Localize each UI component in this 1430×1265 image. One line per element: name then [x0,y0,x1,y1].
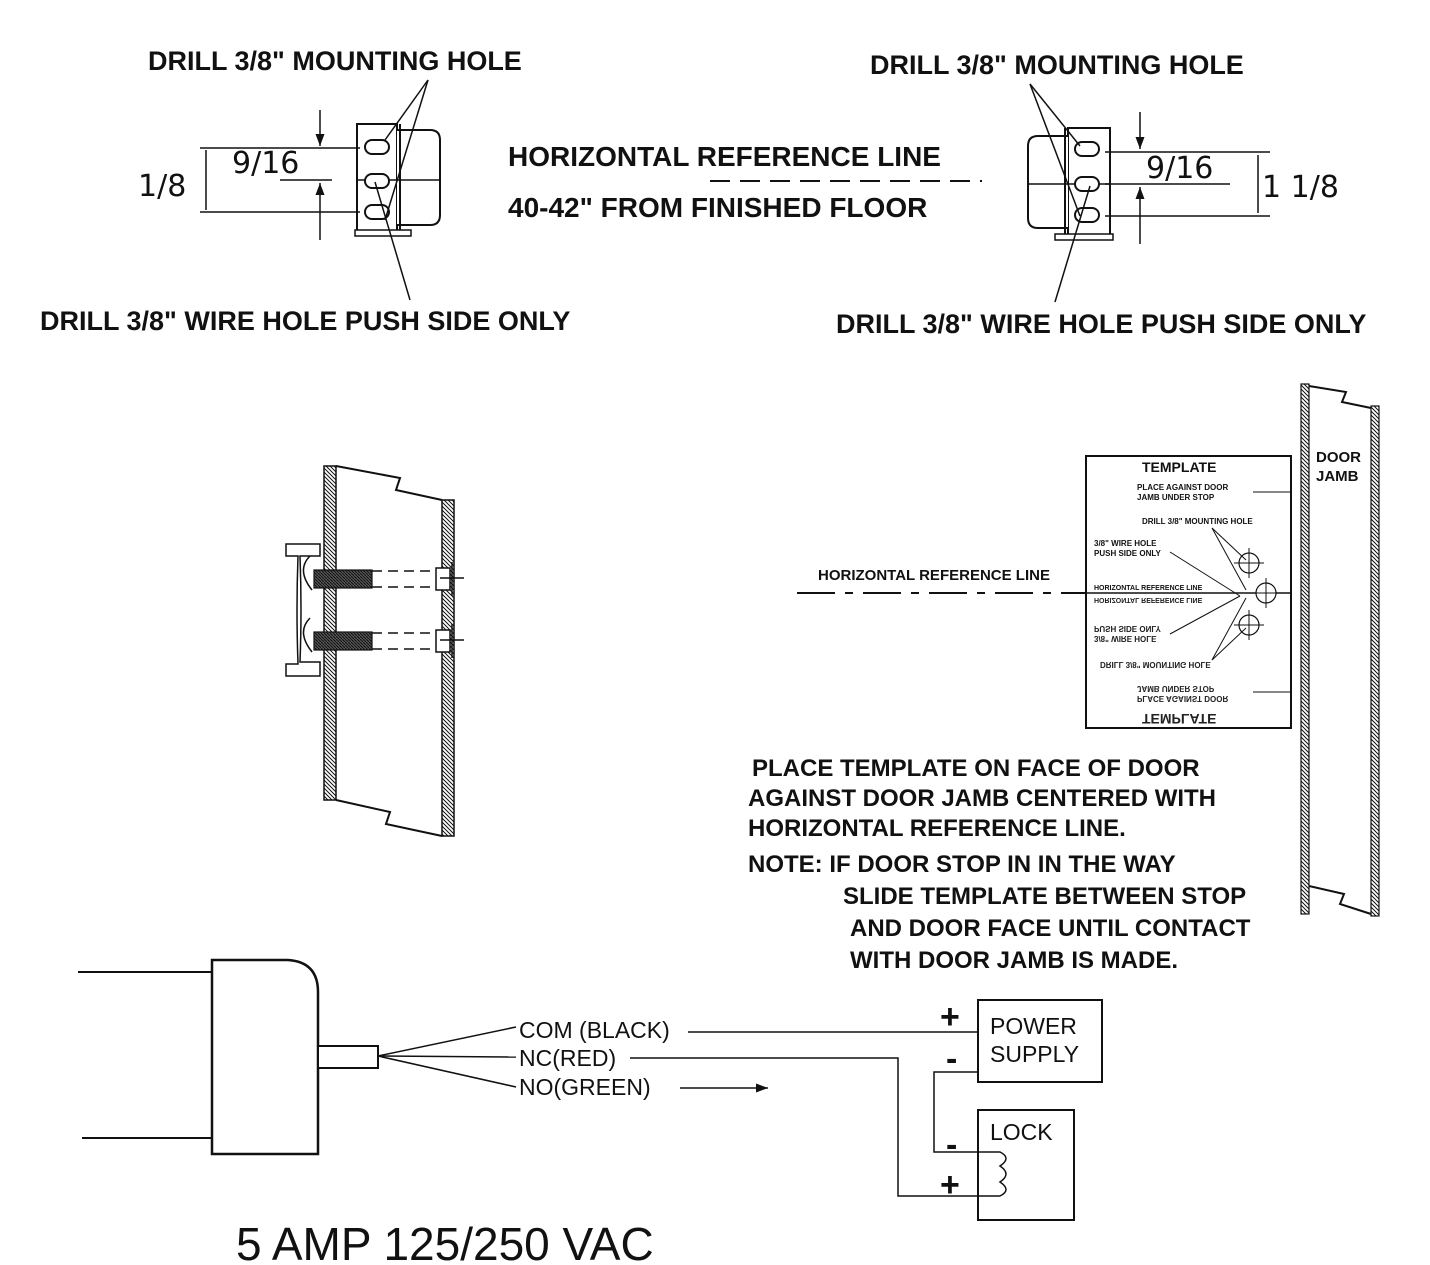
template-ref-line-label: HORIZONTAL REFERENCE LINE [1094,585,1203,592]
template-side-reference: HORIZONTAL REFERENCE LINE [797,567,1086,594]
lock-plus-sign: + [940,1166,960,1204]
instructions-block: PLACE TEMPLATE ON FACE OF DOOR AGAINST D… [748,755,1251,974]
template-place-against-1-mirrored: PLACE AGAINST DOOR [1137,694,1228,703]
reference-line-callout: HORIZONTAL REFERENCE LINE 40-42" FROM FI… [508,141,982,223]
template-mirrored-half: TEMPLATE PLACE AGAINST DOOR JAMB UNDER S… [1094,596,1228,727]
template-title-mirrored: TEMPLATE [1142,711,1216,727]
wire-nc-label: NC(RED) [519,1045,616,1071]
power-minus-sign: - [946,1040,957,1078]
lock-label: LOCK [990,1119,1053,1145]
template-title: TEMPLATE [1142,459,1216,475]
template-drill-mounting: DRILL 3/8" MOUNTING HOLE [1142,517,1253,526]
template-wire-hole-2: PUSH SIDE ONLY [1094,549,1161,558]
template-wire-hole-2-mirrored: PUSH SIDE ONLY [1094,624,1161,633]
reference-line-height: 40-42" FROM FINISHED FLOOR [508,192,927,223]
template-wire-hole-1: 3/8" WIRE HOLE [1094,539,1157,548]
door-jamb: DOOR JAMB [1300,383,1380,917]
wire-hole [364,173,390,189]
template-place-against-2: JAMB UNDER STOP [1137,493,1215,502]
power-supply-box [977,999,1103,1083]
template-place-against-1: PLACE AGAINST DOOR [1137,483,1228,492]
lock-coil-icon [978,1151,1007,1197]
door-section-view [285,465,464,837]
wire-com-label: COM (BLACK) [519,1017,670,1043]
side-reference-label: HORIZONTAL REFERENCE LINE [818,567,1050,584]
note-line-1: NOTE: IF DOOR STOP IN IN THE WAY [748,851,1176,878]
mounting-hole-upper [364,139,390,155]
lock-minus-sign: - [946,1126,957,1164]
note-line-3: AND DOOR FACE UNTIL CONTACT [850,915,1251,942]
wire-hole-label-right: DRILL 3/8" WIRE HOLE PUSH SIDE ONLY [836,309,1366,339]
instruction-line-3: HORIZONTAL REFERENCE LINE. [748,815,1126,842]
template-drill-mounting-mirrored: DRILL 3/8" MOUNTING HOLE [1100,660,1211,669]
template-card: TEMPLATE PLACE AGAINST DOOR JAMB UNDER S… [1085,455,1292,729]
strike-body-right [1027,127,1114,241]
dim-nine-sixteenths: 9/16 [232,146,299,181]
door-jamb-label-2: JAMB [1316,468,1359,485]
wiring-diagram: COM (BLACK) NC(RED) NO(GREEN) POWER SUPP… [78,958,1103,1265]
top-left-detail: DRILL 3/8" MOUNTING HOLE DRILL 3/8" WIRE… [40,46,570,336]
door-jamb-label-1: DOOR [1316,449,1361,466]
dim-one-and-eighth: 1 1/8 [1262,170,1339,205]
template-place-against-2-mirrored: JAMB UNDER STOP [1137,684,1215,693]
mounting-hole-upper-right [1074,141,1100,157]
instruction-line-2: AGAINST DOOR JAMB CENTERED WITH [748,785,1216,812]
dim-nine-sixteenths-right: 9/16 [1146,151,1213,186]
instruction-line-1: PLACE TEMPLATE ON FACE OF DOOR [752,755,1200,782]
wire-hole-label: DRILL 3/8" WIRE HOLE PUSH SIDE ONLY [40,306,570,336]
reference-line-title: HORIZONTAL REFERENCE LINE [508,141,941,172]
wire-hole-right [1074,176,1100,192]
power-plus-sign: + [940,998,960,1036]
rating-label: 5 AMP 125/250 VAC [236,1218,654,1265]
dim-one-eighth: 1/8 [138,169,186,204]
mounting-hole-lower-right [1074,207,1100,223]
note-line-4: WITH DOOR JAMB IS MADE. [850,947,1178,974]
lock-box [977,1109,1075,1221]
template-wire-hole-1-mirrored: 3/8" WIRE HOLE [1094,634,1157,643]
switch-body [210,958,320,1156]
top-right-detail: DRILL 3/8" MOUNTING HOLE DRILL 3/8" WIRE… [836,50,1366,339]
switch-cable [317,1045,379,1069]
template-ref-line-label-mirrored: HORIZONTAL REFERENCE LINE [1094,596,1203,603]
wire-no-label: NO(GREEN) [519,1074,651,1100]
mounting-hole-label-right: DRILL 3/8" MOUNTING HOLE [870,50,1244,80]
note-line-2: SLIDE TEMPLATE BETWEEN STOP [843,883,1246,910]
power-supply-label-1: POWER [990,1013,1077,1039]
mounting-hole-label: DRILL 3/8" MOUNTING HOLE [148,46,522,76]
power-supply-label-2: SUPPLY [990,1041,1079,1067]
